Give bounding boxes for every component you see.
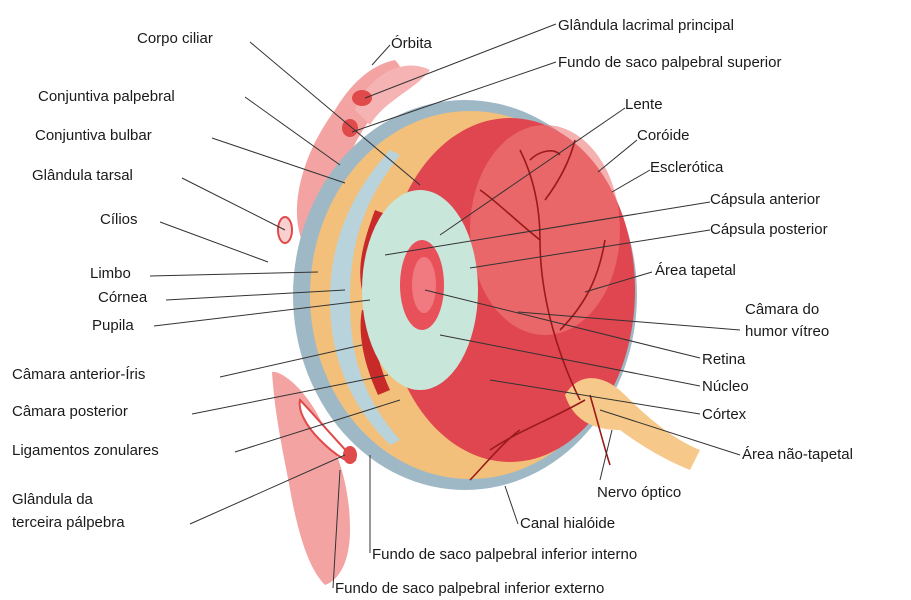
label-esclerotica: Esclerótica	[650, 159, 724, 176]
label-capsula-anterior: Cápsula anterior	[710, 191, 820, 208]
label-fundo-superior: Fundo de saco palpebral superior	[558, 54, 781, 71]
label-glandula-tarsal: Glândula tarsal	[32, 167, 133, 184]
leader-coroide	[598, 140, 637, 172]
label-coroide: Coróide	[637, 127, 690, 144]
label-camara-humor-2: humor vítreo	[745, 323, 829, 340]
label-camara-humor-1: Câmara do	[745, 301, 819, 318]
label-glandula-terceira-1: Glândula da	[12, 491, 94, 508]
tapetal-area	[470, 125, 620, 335]
label-cilios: Cílios	[100, 211, 138, 228]
label-glandula-terceira-2: terceira pálpebra	[12, 514, 125, 531]
leader-limbo	[150, 272, 318, 276]
label-conjuntiva-bulbar: Conjuntiva bulbar	[35, 127, 152, 144]
leader-cilios	[160, 222, 268, 262]
eye-illustration	[272, 60, 700, 585]
label-limbo: Limbo	[90, 265, 131, 282]
label-camara-anterior-iris: Câmara anterior-Íris	[12, 366, 145, 383]
label-orbita: Órbita	[391, 35, 433, 52]
label-retina: Retina	[702, 351, 746, 368]
leader-esclerotica	[612, 170, 650, 192]
label-corpo-ciliar: Corpo ciliar	[137, 30, 213, 47]
label-fundo-inferior-interno: Fundo de saco palpebral inferior interno	[372, 546, 637, 563]
third-eyelid-gland-tip	[343, 446, 357, 464]
label-area-nao-tapetal: Área não-tapetal	[742, 446, 853, 463]
label-pupila: Pupila	[92, 317, 134, 334]
leader-orbita	[372, 45, 390, 65]
label-capsula-posterior: Cápsula posterior	[710, 221, 828, 238]
leader-glandula-tarsal	[182, 178, 285, 230]
label-nervo-optico: Nervo óptico	[597, 484, 681, 501]
label-lente: Lente	[625, 96, 663, 113]
label-cornea: Córnea	[98, 289, 148, 306]
label-nucleo: Núcleo	[702, 378, 749, 395]
label-fundo-inferior-externo: Fundo de saco palpebral inferior externo	[335, 580, 604, 597]
label-cortex: Córtex	[702, 406, 747, 423]
leader-canal-hialoide	[505, 486, 518, 524]
lens-nucleus-core	[412, 257, 436, 313]
label-canal-hialoide: Canal hialóide	[520, 515, 615, 532]
label-glandula-lacrimal: Glândula lacrimal principal	[558, 17, 734, 34]
label-ligamentos: Ligamentos zonulares	[12, 442, 159, 459]
label-camara-posterior: Câmara posterior	[12, 403, 128, 420]
label-conjuntiva-palpebral: Conjuntiva palpebral	[38, 88, 175, 105]
label-area-tapetal: Área tapetal	[655, 262, 736, 279]
lacrimal-gland	[352, 90, 372, 106]
